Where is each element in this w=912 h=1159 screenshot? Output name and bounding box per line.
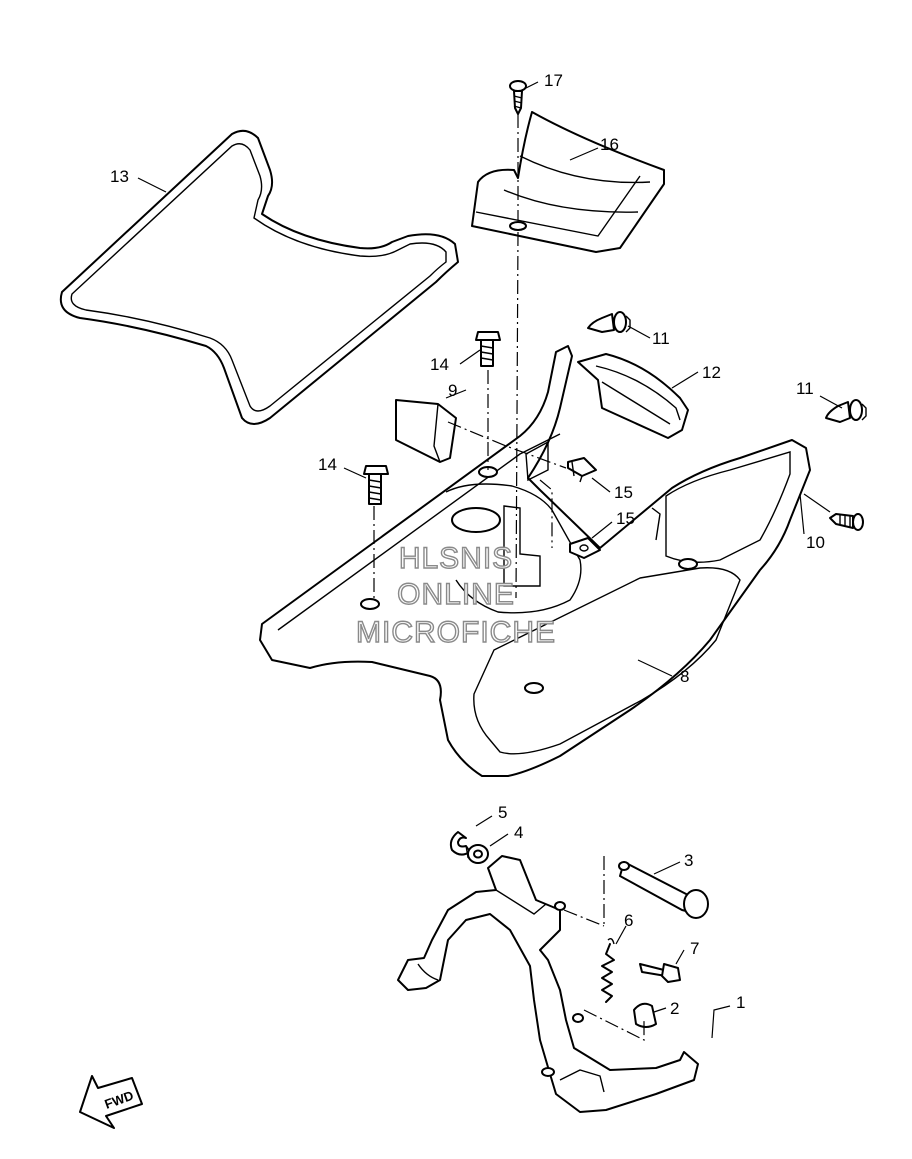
rivet-part-11b bbox=[825, 399, 867, 423]
cap-part-2 bbox=[633, 1002, 657, 1028]
callout-15-lower: 15 bbox=[616, 509, 635, 528]
washer-part-4 bbox=[467, 844, 489, 864]
callout-3: 3 bbox=[684, 851, 693, 870]
callout-11-right: 11 bbox=[796, 379, 814, 398]
bolt-part-14a bbox=[475, 331, 501, 367]
shaft-part-3 bbox=[618, 861, 709, 919]
footrest-board-part-8 bbox=[259, 345, 811, 777]
bracket-part-12 bbox=[577, 353, 689, 439]
nut-part-15a bbox=[567, 457, 597, 483]
leader-lines bbox=[137, 81, 843, 1039]
nut-part-15b bbox=[569, 537, 601, 559]
callout-10: 10 bbox=[806, 533, 825, 552]
callout-14-upper: 14 bbox=[430, 355, 449, 374]
bolt-part-14b bbox=[363, 465, 389, 505]
callout-13: 13 bbox=[110, 167, 129, 186]
watermark-line-3: MICROFICHE bbox=[356, 616, 556, 649]
callout-1: 1 bbox=[736, 993, 745, 1012]
bolt-part-7 bbox=[639, 963, 681, 983]
watermark: HLSNIS ONLINE MICROFICHE bbox=[355, 541, 556, 649]
pad-part-9 bbox=[395, 399, 457, 463]
callout-9: 9 bbox=[448, 381, 457, 400]
callout-16: 16 bbox=[600, 135, 619, 154]
callout-7: 7 bbox=[690, 939, 699, 958]
callout-5: 5 bbox=[498, 803, 507, 822]
floor-mat-part-13 bbox=[59, 129, 459, 425]
callout-6: 6 bbox=[624, 911, 633, 930]
callout-12: 12 bbox=[702, 363, 721, 382]
screw-part-10 bbox=[829, 513, 864, 531]
rivet-part-11a bbox=[587, 311, 631, 333]
callout-8: 8 bbox=[680, 667, 689, 686]
fwd-arrow-icon: FWD bbox=[79, 1075, 143, 1129]
upper-panel-part-16 bbox=[471, 111, 665, 253]
spring-part-6 bbox=[601, 937, 615, 1003]
callout-11-upper: 11 bbox=[652, 329, 670, 348]
screw-part-17 bbox=[509, 80, 527, 115]
watermark-line-2: ONLINE bbox=[397, 578, 515, 611]
watermark-line-1: HLSNIS bbox=[399, 542, 513, 575]
callout-labels: 17 16 13 11 12 11 14 9 14 15 15 10 8 5 4… bbox=[110, 71, 825, 1018]
callout-17: 17 bbox=[544, 71, 563, 90]
callout-15-upper: 15 bbox=[614, 483, 633, 502]
callout-4: 4 bbox=[514, 823, 523, 842]
alignment-lines bbox=[373, 114, 645, 1041]
main-stand-part-1 bbox=[397, 855, 699, 1113]
callout-2: 2 bbox=[670, 999, 679, 1018]
callout-14-lower: 14 bbox=[318, 455, 337, 474]
